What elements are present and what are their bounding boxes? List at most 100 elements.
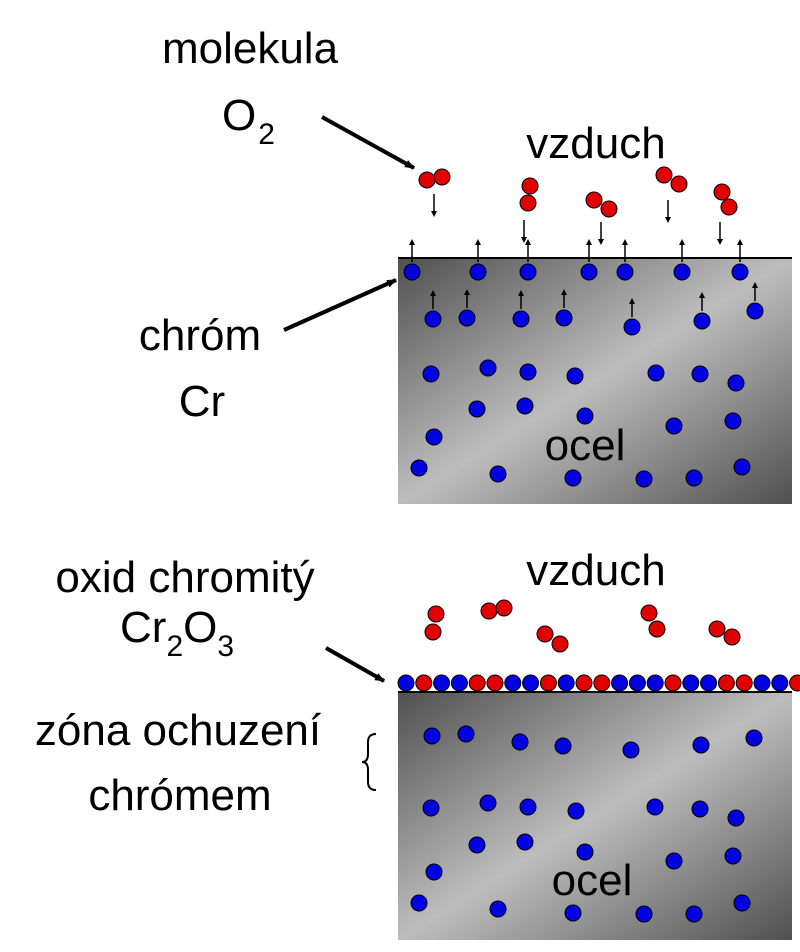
chromium-atom [611, 674, 629, 692]
chromium-atom [468, 836, 486, 854]
oxygen-atom [424, 623, 442, 641]
molecule-formula: O2 [222, 91, 275, 151]
chromium-atom [397, 674, 415, 692]
molecule-label: molekula [162, 24, 339, 73]
chromium-atom [753, 674, 771, 692]
chromium-atom [424, 310, 442, 328]
air-label-bottom: vzduch [526, 546, 665, 595]
chromium-atom [410, 459, 428, 477]
oxygen-atom [536, 625, 554, 643]
chromium-atom [479, 794, 497, 812]
chromium-atom [410, 894, 428, 912]
top-atoms [403, 166, 764, 488]
chromium-atom [516, 833, 534, 851]
oxygen-atom [708, 620, 726, 638]
chromium-atom [616, 263, 634, 281]
chromium-atom [724, 412, 742, 430]
oxygen-atom [640, 604, 658, 622]
chromium-atom [479, 359, 497, 377]
chromium-atom [422, 799, 440, 817]
chromium-atom [673, 263, 691, 281]
chromium-atom [771, 674, 789, 692]
chromium-atom [519, 363, 537, 381]
chromium-atom [646, 798, 664, 816]
oxygen-atom [486, 674, 504, 692]
chromium-atom [519, 263, 537, 281]
chromium-atom [727, 374, 745, 392]
oxygen-atom [717, 674, 735, 692]
steel-block-top [398, 258, 792, 504]
chromium-atom [692, 736, 710, 754]
oxygen-atom [539, 674, 557, 692]
chromium-atom [647, 364, 665, 382]
chromium-atom [512, 310, 530, 328]
molecule-formula-main: O [222, 91, 256, 140]
chromium-atom [554, 737, 572, 755]
chromium-atom [727, 809, 745, 827]
chromium-atom [425, 428, 443, 446]
steel-label-top: ocel [545, 421, 626, 470]
oxide-formula-sub1: 2 [166, 630, 183, 663]
chromium-symbol: Cr [179, 377, 225, 426]
chromium-atom [403, 263, 421, 281]
chromium-atom [623, 318, 641, 336]
oxygen-atom [575, 674, 593, 692]
oxygen-atom [593, 674, 611, 692]
chromium-atom [564, 904, 582, 922]
chromium-atom [724, 847, 742, 865]
chromium-atom [580, 263, 598, 281]
chromium-atom [746, 302, 764, 320]
chromium-atom [489, 900, 507, 918]
oxygen-atom [468, 674, 486, 692]
chromium-atom [635, 905, 653, 923]
steel-label-bottom: ocel [552, 856, 633, 905]
chromium-atom [685, 469, 703, 487]
depletion-label-line2: chrómem [88, 771, 271, 820]
chromium-atom [433, 674, 451, 692]
chromium-label: chróm [139, 311, 261, 360]
chromium-atom [522, 674, 540, 692]
depletion-label-line1: zóna ochuzení [35, 706, 322, 755]
arrow-icon [325, 646, 385, 683]
chromium-atom [504, 674, 522, 692]
chromium-atom [564, 469, 582, 487]
oxygen-atom [519, 194, 537, 212]
chromium-atom [646, 674, 664, 692]
chromium-atom [511, 733, 529, 751]
oxygen-atom [655, 166, 673, 184]
oxygen-atom [713, 183, 731, 201]
chromium-atom [665, 417, 683, 435]
oxygen-atom [789, 674, 800, 692]
chromium-atom [682, 674, 700, 692]
oxide-label: oxid chromitý [55, 553, 314, 602]
chromium-atom [745, 729, 763, 747]
chromium-atom [555, 309, 573, 327]
oxygen-atom [720, 198, 738, 216]
chromium-atom [489, 465, 507, 483]
chromium-atom [457, 725, 475, 743]
oxide-formula-o: O [183, 603, 217, 652]
chromium-atom [469, 263, 487, 281]
chromium-atom [733, 894, 751, 912]
chromium-atom [691, 365, 709, 383]
chromium-atom [516, 397, 534, 415]
chromium-atom [576, 407, 594, 425]
air-label-top: vzduch [526, 119, 665, 168]
oxygen-atom [648, 620, 666, 638]
oxygen-atom [495, 599, 513, 617]
oxide-formula-cr: Cr [120, 603, 166, 652]
oxygen-atom [480, 602, 498, 620]
chromium-atom [566, 367, 584, 385]
chromium-atom [458, 309, 476, 327]
arrow-icon [321, 115, 415, 170]
oxygen-atom [551, 635, 569, 653]
oxygen-atom [433, 168, 451, 186]
oxygen-atom [735, 674, 753, 692]
chromium-atom [425, 863, 443, 881]
chromium-atom [557, 674, 575, 692]
oxygen-atom [723, 628, 741, 646]
chromium-atom [665, 852, 683, 870]
oxide-formula-sub2: 3 [217, 630, 234, 663]
chromium-atom [691, 800, 709, 818]
